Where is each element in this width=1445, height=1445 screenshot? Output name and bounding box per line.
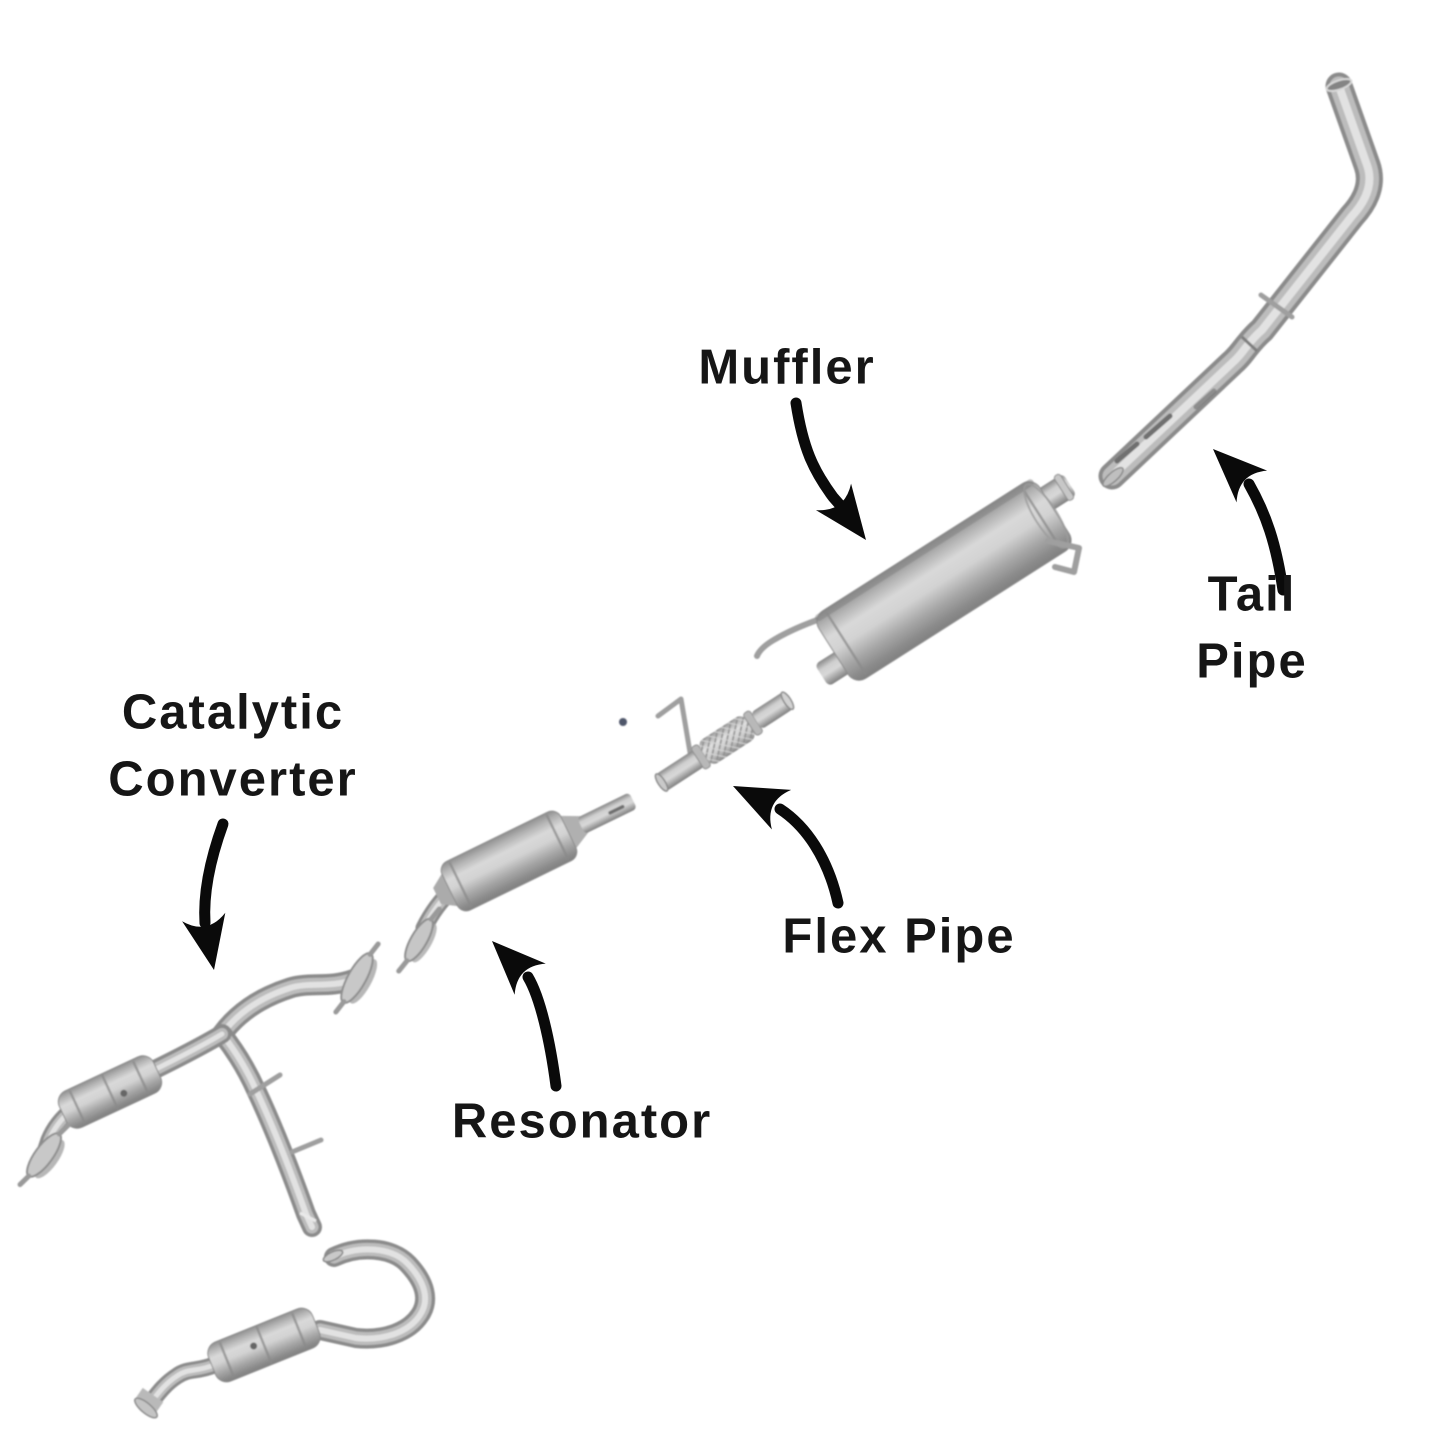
resonator-inlet-cone (433, 873, 458, 907)
catalytic-converter-canister (57, 1055, 163, 1129)
y-pipe-end-cut (299, 1211, 317, 1223)
resonator-arrow (492, 941, 562, 1092)
tail-pipe-slot (1143, 413, 1173, 440)
y-pipe-hanger-rod (247, 1072, 283, 1097)
flex-pipe-hanger-rod (655, 696, 696, 773)
tail-pipe-slip-end (1102, 466, 1124, 488)
flex-pipe-collar (743, 710, 763, 736)
label-tail-pipe: Tail Pipe (1196, 567, 1308, 688)
catalytic-converter-arrow (182, 818, 229, 970)
rear-catalytic-canister (207, 1307, 321, 1383)
label-catalytic-converter: Catalytic Converter (108, 685, 358, 806)
muffler-part (754, 473, 1082, 685)
tail-pipe-slot (1193, 388, 1217, 410)
resonator-body (440, 810, 578, 912)
rear-catalytic-converter-part (133, 1248, 425, 1419)
tail-pipe-slot (1114, 441, 1140, 464)
flex-pipe-part (619, 691, 795, 792)
muffler-outlet-collar (1053, 473, 1075, 501)
stray-mark (619, 718, 627, 726)
muffler-hanger-bracket (1045, 538, 1082, 575)
tail-pipe-opening (1325, 77, 1353, 93)
muffler-hanger-wire (754, 612, 835, 659)
hook-pipe-opening (322, 1249, 344, 1263)
flex-pipe-inlet (656, 751, 704, 790)
resonator-outlet-pipe (578, 793, 636, 833)
y-pipe-hanger-rod (289, 1137, 324, 1155)
tail-pipe-joint-line (1240, 335, 1259, 353)
flex-pipe-outlet (752, 693, 793, 728)
label-flex-pipe: Flex Pipe (782, 909, 1016, 964)
catalytic-converter-flange (17, 1122, 71, 1188)
tail-pipe-hanger-rod (1258, 292, 1295, 320)
resonator-inlet-flange (396, 906, 442, 974)
flex-pipe-collar (691, 744, 711, 770)
muffler-arrow (790, 397, 866, 540)
y-pipe-flange (333, 941, 381, 1015)
annotation-arrows (182, 397, 1289, 1092)
catalytic-converter-part (17, 941, 381, 1227)
muffler-top-shade (815, 479, 1034, 622)
tail-pipe-arrow (1213, 449, 1289, 596)
parts-layer (17, 77, 1369, 1419)
label-resonator: Resonator (451, 1094, 713, 1149)
label-muffler: Muffler (698, 340, 876, 395)
downpipe-opening (134, 1397, 158, 1419)
resonator-part (396, 793, 636, 974)
resonator-outlet-slot (608, 804, 625, 815)
flex-pipe-arrow (733, 786, 844, 909)
sensor-port (250, 1342, 258, 1350)
sensor-port (120, 1089, 128, 1097)
tail-pipe-part (1100, 77, 1369, 490)
